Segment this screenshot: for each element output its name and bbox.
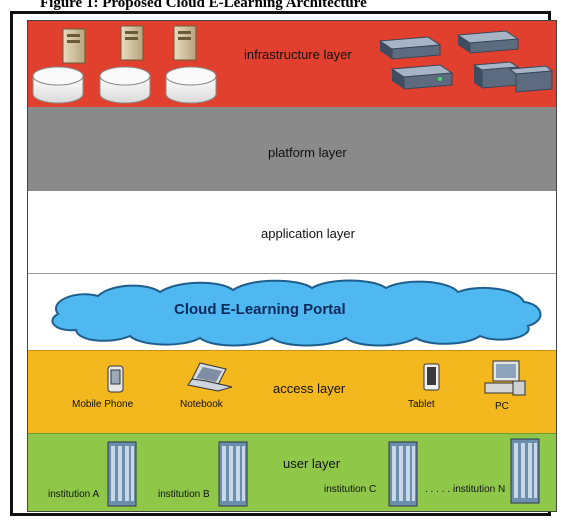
cloud-shape [51, 279, 542, 347]
infrastructure-storage-icons [32, 25, 217, 104]
database-disk-icon [99, 66, 151, 104]
rack-server-icon [390, 64, 454, 90]
tablet-icon [423, 363, 440, 391]
rack-server-icon [456, 30, 520, 54]
pc-icon [484, 360, 526, 396]
access-layer: Mobile Phone Notebook access layer Table… [28, 350, 556, 433]
device-label-notebook: Notebook [180, 399, 223, 410]
access-layer-label: access layer [273, 381, 346, 396]
institution-building-icon [388, 441, 418, 507]
institution-building-icon [510, 438, 540, 504]
institution-label-n: institution N [453, 484, 506, 495]
database-disk-icon [165, 66, 217, 104]
device-label-tablet: Tablet [408, 399, 435, 410]
rack-server-icon [378, 36, 442, 60]
portal-layer: Cloud E-Learning Portal [28, 274, 556, 350]
infrastructure-layer: infrastructure layer [28, 21, 556, 107]
application-layer: application layer [28, 191, 556, 274]
server-tower-icon [173, 25, 197, 61]
rack-server-icon [472, 61, 553, 93]
user-layer-label: user layer [283, 456, 341, 471]
device-label-mobile: Mobile Phone [72, 399, 134, 410]
institution-building-icon [218, 441, 248, 507]
institution-label-c: institution C [324, 484, 377, 495]
database-disk-icon [32, 66, 84, 104]
figure-caption: Figure 1: Proposed Cloud E-Learning Arch… [40, 0, 367, 10]
platform-layer-label: platform layer [268, 145, 347, 160]
server-tower-icon [62, 28, 86, 64]
application-layer-label: application layer [261, 226, 355, 241]
server-tower-icon [120, 25, 144, 61]
mobile-phone-icon [107, 365, 124, 393]
architecture-diagram: infrastructure layer platform layer appl… [27, 20, 557, 512]
rack-servers-icons [378, 30, 553, 93]
notebook-icon [187, 362, 233, 392]
portal-label: Cloud E-Learning Portal [174, 301, 346, 318]
user-layer: institution A institution B user layer i… [28, 433, 556, 511]
device-label-pc: PC [495, 401, 509, 412]
institution-label-b: institution B [158, 489, 210, 500]
institution-label-a: institution A [48, 489, 100, 500]
infrastructure-layer-label: infrastructure layer [244, 47, 352, 62]
institution-ellipsis: . . . . . [425, 484, 451, 495]
institution-building-icon [107, 441, 137, 507]
platform-layer: platform layer [28, 107, 556, 191]
